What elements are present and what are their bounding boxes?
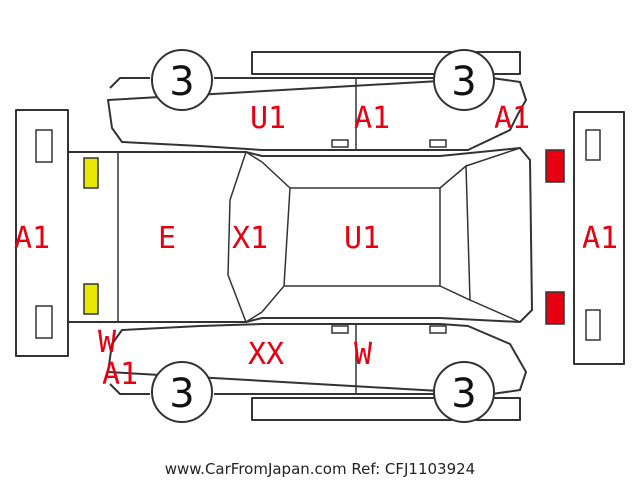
front-bumper bbox=[15, 109, 69, 357]
code-bottom-fender-a1: A1 bbox=[102, 357, 138, 392]
code-top-rear-door: A1 bbox=[354, 101, 390, 136]
tire-rear-top-label: 3 bbox=[451, 59, 476, 105]
code-bottom-rear-door: W bbox=[354, 337, 373, 372]
tire-front-bottom-label: 3 bbox=[169, 371, 194, 417]
code-top-quarter: A1 bbox=[494, 101, 530, 136]
front-light-top bbox=[83, 157, 99, 189]
tire-front-bottom: 3 bbox=[151, 361, 213, 423]
code-bottom-fender-w: W bbox=[98, 325, 117, 360]
front-light-bottom bbox=[83, 283, 99, 315]
top-side-profile bbox=[107, 51, 527, 151]
code-bottom-front-door: XX bbox=[248, 337, 284, 372]
car-top-view bbox=[67, 147, 533, 323]
tire-rear-top: 3 bbox=[433, 49, 495, 111]
footer-reference: www.CarFromJapan.com Ref: CFJ1103924 bbox=[165, 460, 475, 478]
tire-front-top: 3 bbox=[151, 49, 213, 111]
bottom-side-profile bbox=[107, 323, 527, 421]
rear-light-top bbox=[545, 149, 565, 183]
rear-bumper bbox=[573, 111, 625, 365]
code-rear-bumper: A1 bbox=[582, 221, 618, 256]
code-windshield: X1 bbox=[232, 221, 268, 256]
tire-rear-bottom: 3 bbox=[433, 361, 495, 423]
code-roof: U1 bbox=[344, 221, 380, 256]
tire-rear-bottom-label: 3 bbox=[451, 371, 476, 417]
tire-front-top-label: 3 bbox=[169, 59, 194, 105]
code-top-front-door: U1 bbox=[250, 101, 286, 136]
code-hood: E bbox=[158, 221, 176, 256]
rear-light-bottom bbox=[545, 291, 565, 325]
code-front-bumper: A1 bbox=[14, 221, 50, 256]
